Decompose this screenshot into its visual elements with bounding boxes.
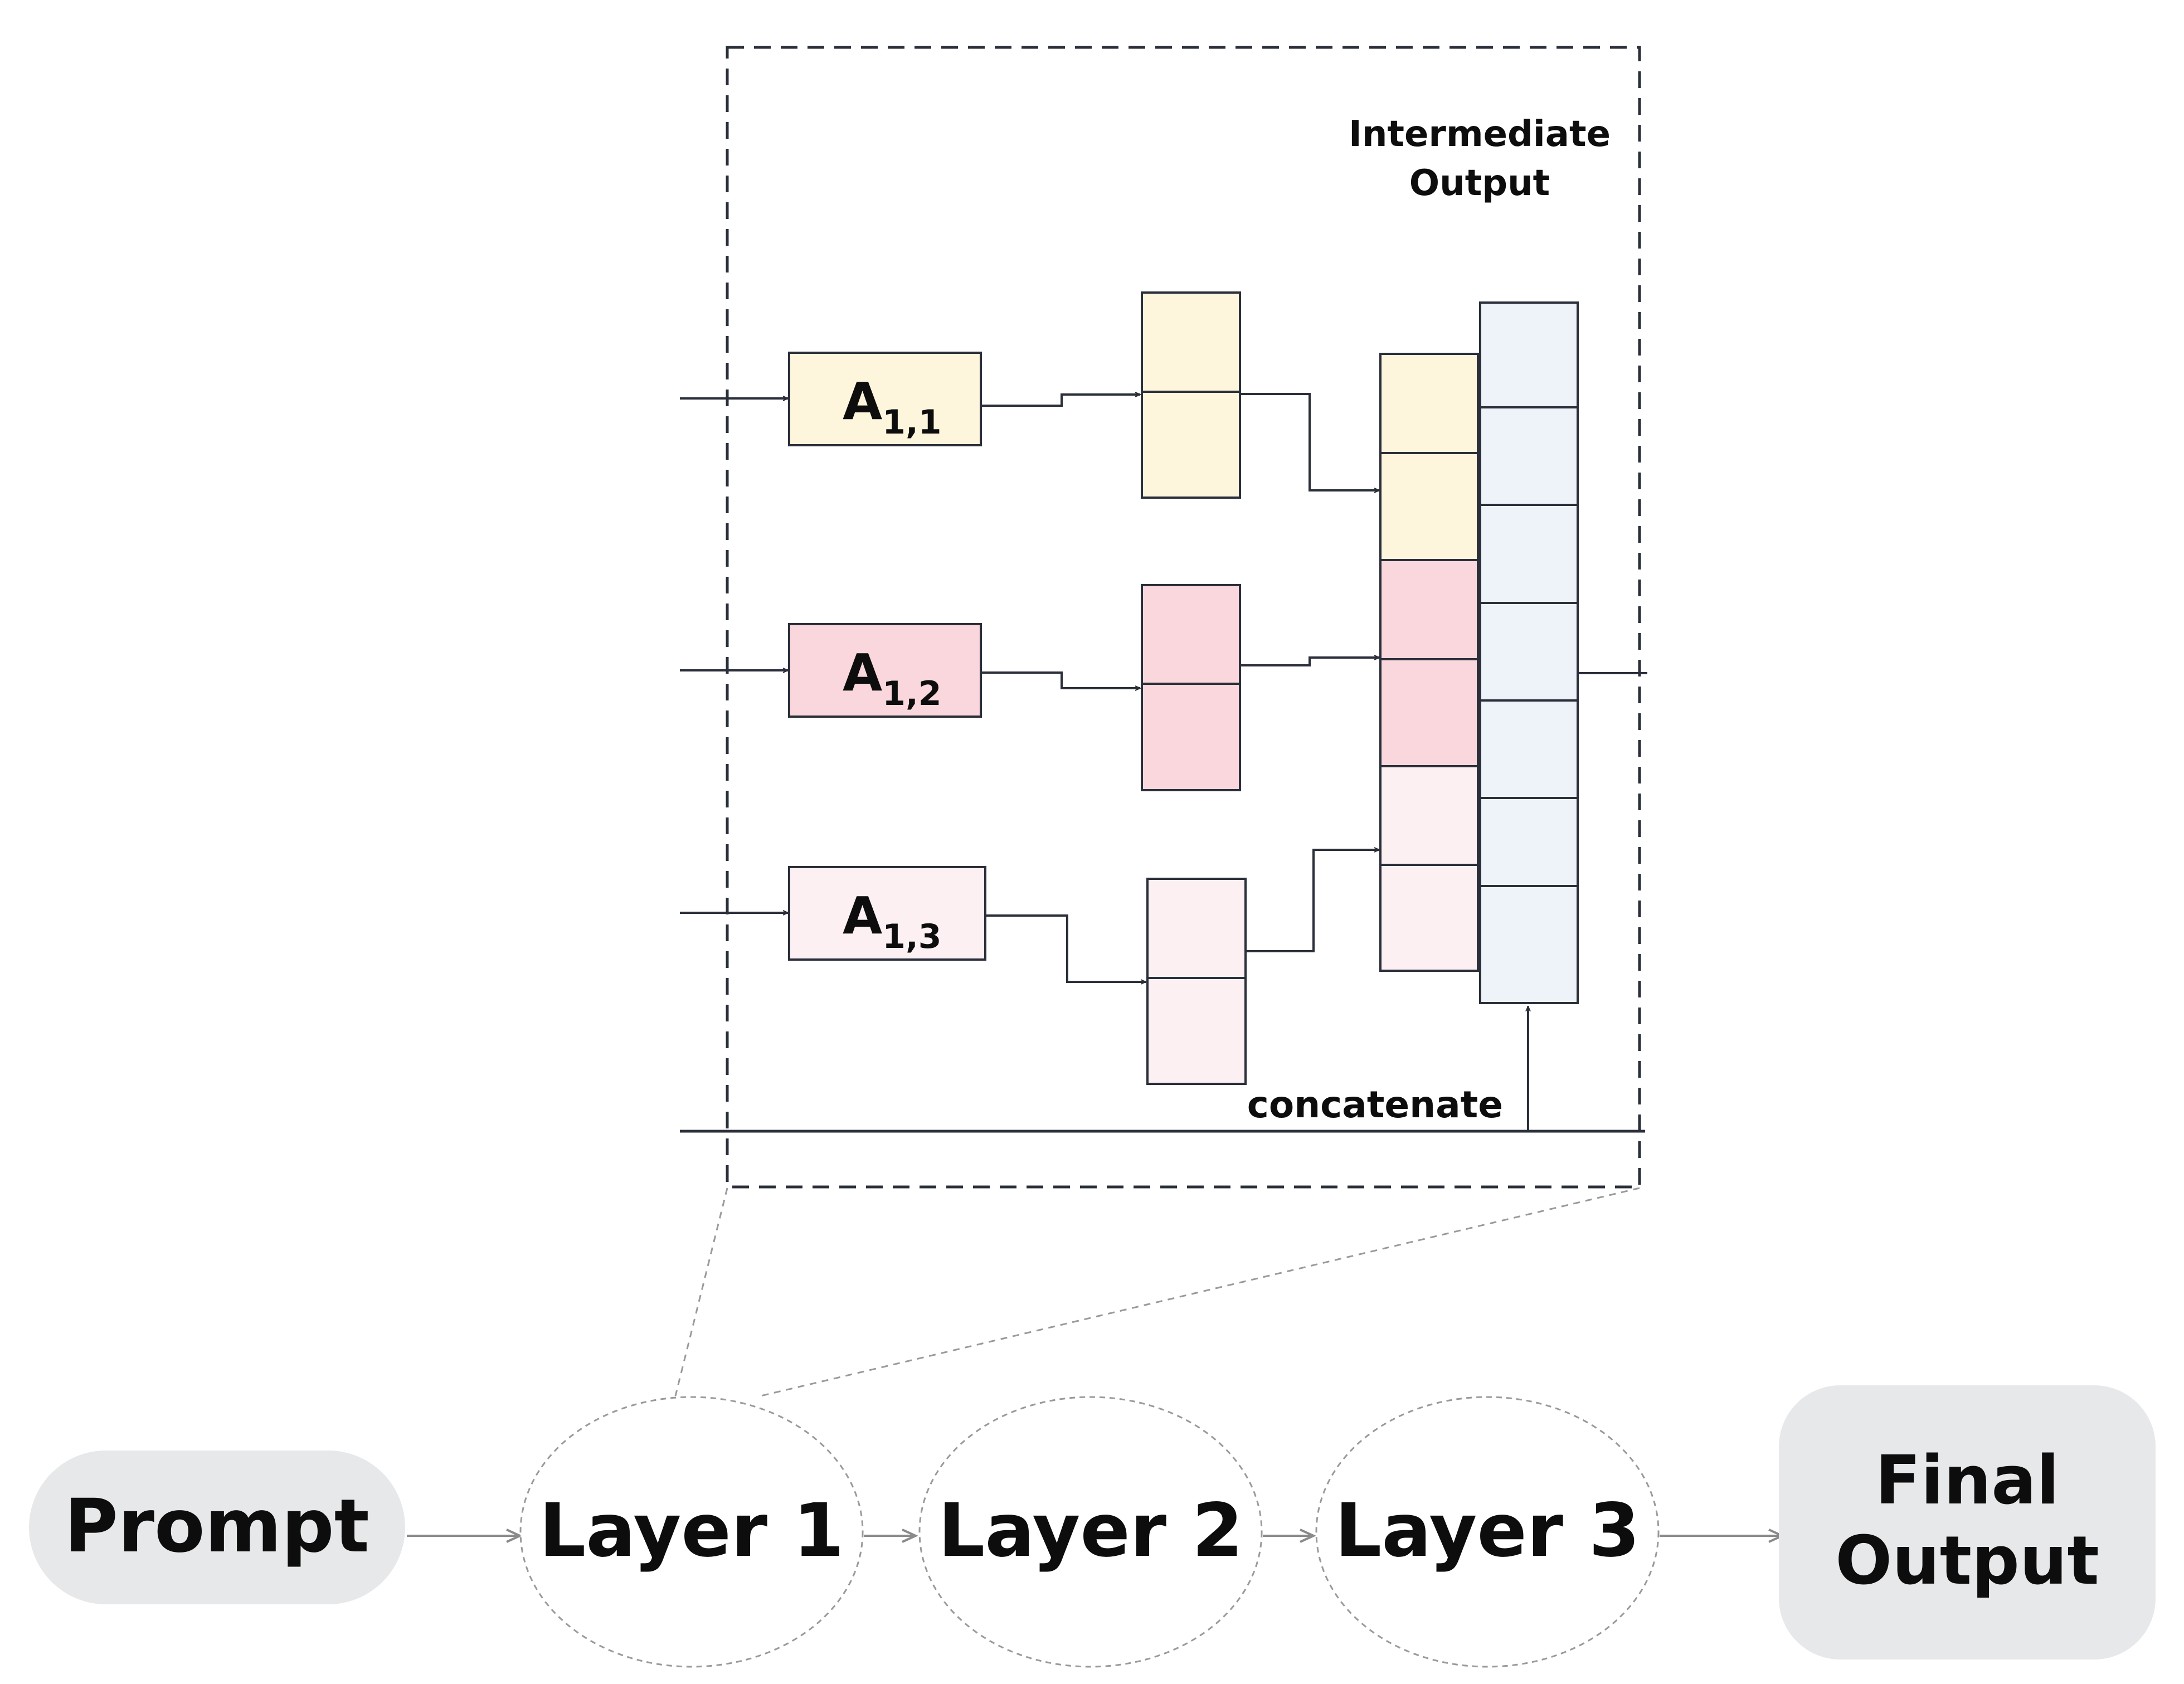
attention-letter: A bbox=[843, 372, 882, 431]
svg-text:A1,3: A1,3 bbox=[843, 886, 942, 956]
final-output-label-line1: Final bbox=[1875, 1442, 2060, 1520]
concatenate-label: concatenate bbox=[1247, 1083, 1503, 1126]
intermediate-output-title-line2: Output bbox=[1409, 163, 1550, 204]
attention-block-3: A1,3 bbox=[788, 866, 986, 961]
head-output-1 bbox=[1141, 291, 1241, 499]
attention-letter: A bbox=[843, 643, 882, 703]
connector-att3-head3 bbox=[986, 914, 1146, 982]
intermediate-output-title-line1: Intermediate bbox=[1349, 114, 1611, 155]
prompt-label: Prompt bbox=[64, 1483, 369, 1569]
layer-2-label: Layer 2 bbox=[938, 1488, 1243, 1574]
layer-1-node: Layer 1 bbox=[519, 1396, 864, 1668]
svg-text:A1,1: A1,1 bbox=[843, 372, 942, 442]
connector-att1-head1 bbox=[982, 395, 1140, 407]
layer-3-node: Layer 3 bbox=[1315, 1396, 1660, 1668]
layer-1-label: Layer 1 bbox=[539, 1488, 844, 1574]
connector-head3-concat bbox=[1247, 850, 1379, 952]
attention-block-2: A1,2 bbox=[788, 623, 982, 718]
intermediate-output-vector bbox=[1479, 301, 1579, 1004]
prompt-node: Prompt bbox=[29, 1451, 405, 1604]
connector-head1-concat bbox=[1241, 393, 1379, 490]
zoom-panel: Intermediate Output A1,1 A1,2 A1,3 bbox=[680, 46, 1647, 1189]
attention-subscript: 1,2 bbox=[882, 674, 941, 713]
final-output-label-line2: Output bbox=[1835, 1522, 2099, 1600]
attention-subscript: 1,3 bbox=[882, 917, 941, 956]
layer-3-label: Layer 3 bbox=[1335, 1488, 1640, 1574]
zoom-guide-right bbox=[760, 1187, 1640, 1397]
connector-att2-head2 bbox=[982, 671, 1140, 688]
zoom-panel-border bbox=[726, 46, 1641, 1189]
svg-text:A1,2: A1,2 bbox=[843, 643, 942, 713]
final-output-node: Final Output bbox=[1779, 1385, 2156, 1659]
zoom-guide-left bbox=[674, 1187, 728, 1396]
head-output-2 bbox=[1141, 584, 1241, 791]
head-output-3 bbox=[1146, 878, 1247, 1085]
attention-block-1: A1,1 bbox=[788, 352, 982, 446]
connector-head2-concat bbox=[1241, 658, 1379, 666]
layer-2-node: Layer 2 bbox=[918, 1396, 1263, 1668]
pipeline: Prompt Layer 1 Layer 2 Layer 3 Final Out… bbox=[29, 1385, 2156, 1668]
attention-subscript: 1,1 bbox=[882, 403, 941, 442]
attention-letter: A bbox=[843, 886, 882, 946]
concatenated-vector bbox=[1379, 353, 1479, 972]
